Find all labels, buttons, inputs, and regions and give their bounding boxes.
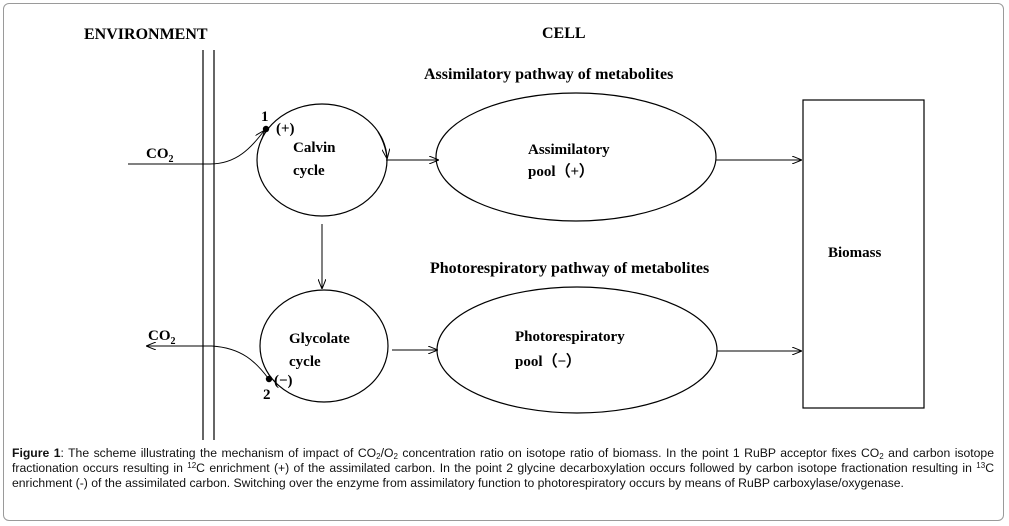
photorespiratory-pool-label-2: pool（−） bbox=[515, 352, 581, 370]
glycolate-cycle-label-2: cycle bbox=[289, 354, 321, 370]
figure-frame bbox=[3, 3, 1004, 521]
assimilatory-pathway-heading: Assimilatory pathway of metabolites bbox=[424, 66, 673, 83]
assimilatory-pool-label-2: pool（+） bbox=[528, 162, 594, 180]
calvin-cycle-label-2: cycle bbox=[293, 163, 325, 179]
photorespiratory-pool-ellipse bbox=[436, 286, 718, 414]
photorespiratory-pool-label-1: Photorespiratory bbox=[515, 329, 625, 345]
cell-header: CELL bbox=[542, 25, 586, 42]
biomass-label: Biomass bbox=[828, 245, 882, 261]
point-1-dot bbox=[262, 125, 270, 133]
calvin-cycle-label-1: Calvin bbox=[293, 140, 336, 156]
point-1-number: 1 bbox=[261, 109, 269, 125]
glycolate-cycle-label-1: Glycolate bbox=[289, 331, 350, 347]
environment-header: ENVIRONMENT bbox=[84, 26, 208, 43]
co2-in-label: CO2 bbox=[146, 146, 174, 165]
calvin-internal-arrow bbox=[377, 131, 387, 158]
point-2-to-co2-curve bbox=[211, 345, 269, 379]
co2-in-arrow bbox=[209, 131, 264, 165]
point-2-number: 2 bbox=[263, 387, 271, 403]
assimilatory-pool-label-1: Assimilatory bbox=[528, 142, 610, 158]
photorespiratory-pathway-heading: Photorespiratory pathway of metabolites bbox=[430, 260, 709, 277]
point-2-dot bbox=[265, 375, 273, 383]
point-1-sign: (+) bbox=[276, 121, 295, 137]
figure-caption: Figure 1: The scheme illustrating the me… bbox=[12, 446, 994, 491]
point-2-sign: (−) bbox=[274, 373, 293, 389]
figure-label: Figure 1 bbox=[12, 446, 61, 460]
co2-out-label: CO2 bbox=[148, 328, 176, 347]
biomass-box bbox=[802, 99, 925, 409]
glycolate-cycle-circle bbox=[259, 289, 389, 403]
